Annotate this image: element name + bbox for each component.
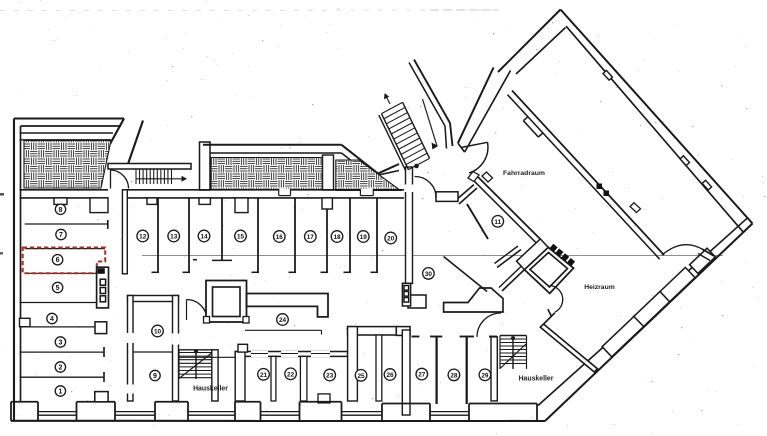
svg-text:Hauskeller: Hauskeller xyxy=(519,375,554,382)
svg-text:9: 9 xyxy=(153,373,157,380)
svg-text:Heizraum: Heizraum xyxy=(584,284,615,291)
svg-text:20: 20 xyxy=(387,236,395,243)
svg-text:26: 26 xyxy=(386,372,394,379)
svg-text:12: 12 xyxy=(139,234,147,241)
svg-text:13: 13 xyxy=(170,234,178,241)
svg-text:21: 21 xyxy=(260,372,268,379)
svg-text:22: 22 xyxy=(287,371,295,378)
svg-text:5: 5 xyxy=(56,285,60,292)
svg-text:23: 23 xyxy=(326,373,334,380)
svg-text:3: 3 xyxy=(58,340,62,347)
svg-text:Hauskeller: Hauskeller xyxy=(193,386,228,393)
svg-text:30: 30 xyxy=(425,271,433,278)
svg-text:25: 25 xyxy=(357,373,365,380)
svg-text:17: 17 xyxy=(307,234,315,241)
svg-text:14: 14 xyxy=(200,234,208,241)
svg-text:7: 7 xyxy=(59,232,63,239)
svg-text:24: 24 xyxy=(279,317,287,324)
svg-text:6: 6 xyxy=(56,257,60,264)
svg-text:18: 18 xyxy=(333,234,341,241)
svg-text:11: 11 xyxy=(494,219,501,226)
svg-text:28: 28 xyxy=(450,372,458,379)
svg-text:10: 10 xyxy=(154,329,162,336)
svg-text:4: 4 xyxy=(50,316,54,323)
svg-text:2: 2 xyxy=(58,365,62,372)
svg-text:29: 29 xyxy=(481,372,489,379)
svg-text:27: 27 xyxy=(418,372,426,379)
svg-text:16: 16 xyxy=(276,234,284,241)
svg-text:15: 15 xyxy=(237,234,245,241)
svg-text:8: 8 xyxy=(59,207,63,214)
svg-text:1: 1 xyxy=(58,389,62,396)
svg-text:19: 19 xyxy=(360,234,368,241)
svg-text:Fahrradraum: Fahrradraum xyxy=(503,170,545,177)
